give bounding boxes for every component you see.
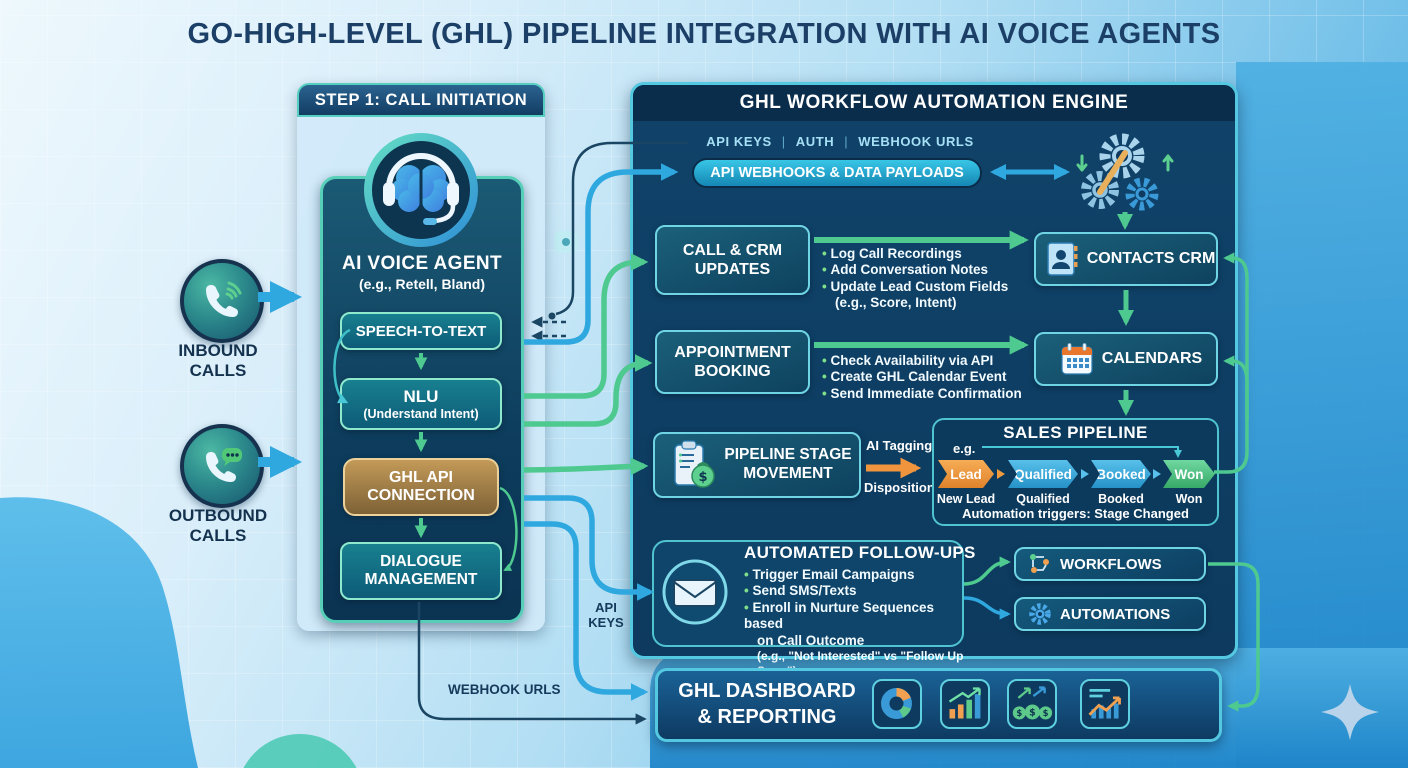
stage-sub-booked: Booked [1098,492,1144,506]
contacts-crm-label: CONTACTS CRM [1086,250,1216,267]
api-auth-webhook-row: API KEYS | AUTH | WEBHOOK URLS [640,134,1040,149]
phone-signal-icon [206,281,242,317]
svg-text:$: $ [1043,708,1049,718]
api-keys-label: API KEYS [706,134,772,149]
bullet-item: Check Availability via API [822,353,1052,369]
ai-voice-agent-title: AI VOICE AGENT [341,253,503,274]
call-crm-updates-label: CALL & CRM UPDATES [682,241,783,278]
clipboard-money-icon: $ [674,440,716,488]
bullet-item: Send SMS/Texts [744,583,974,599]
automation-triggers-footer: Automation triggers: Stage Changed [962,506,1189,521]
sales-pipeline-title: SALES PIPELINE [1003,423,1148,442]
pipeline-stage-movement-label: PIPELINE STAGE MOVEMENT [724,446,852,482]
workflows-box: WORKFLOWS [1014,547,1206,581]
page-title: GO-HIGH-LEVEL (GHL) PIPELINE INTEGRATION… [187,18,1221,50]
pipeline-stage-movement-box: $ PIPELINE STAGE MOVEMENT [653,432,861,498]
contact-book-icon [1046,242,1078,276]
automations-label: AUTOMATIONS [1060,605,1171,623]
bullet-item: Create GHL Calendar Event [822,369,1052,385]
svg-text:$: $ [1029,708,1036,719]
api-webhooks-pill-label: API WEBHOOKS & DATA PAYLOADS [710,165,964,181]
eg-label: e.g. [953,441,976,456]
ai-brain-headset-icon [364,133,478,247]
nlu-box: NLU (Understand Intent) [340,378,502,430]
dashboard-title: GHL DASHBOARD & REPORTING [678,680,856,728]
phone-chat-icon [206,448,242,482]
sparkle-icon [1321,684,1379,740]
speech-to-text-label: SPEECH-TO-TEXT [355,322,487,340]
bullet-item: (e.g., Score, Intent) [835,295,957,311]
bullet-item: Trigger Email Campaigns [744,567,974,583]
inbound-calls-icon [180,259,264,343]
ai-tagging-label: AI Tagging [866,438,933,453]
automated-followups-title: AUTOMATED FOLLOW-UPS [744,543,976,562]
appointment-booking-box: APPOINTMENT BOOKING [655,330,810,394]
stage-label: Qualified [1014,466,1072,482]
appointment-bullets: Check Availability via API Create GHL Ca… [822,353,1052,402]
call-crm-updates-box: CALL & CRM UPDATES [655,225,810,295]
nlu-subtitle: (Understand Intent) [363,407,479,421]
outbound-calls-label: OUTBOUND CALLS [168,506,268,545]
separator: | [781,134,786,149]
stage-qualified: Qualified [1008,460,1078,488]
automations-box: AUTOMATIONS [1014,597,1206,631]
bullet-item: on Call Outcome [757,632,865,648]
gears-icon [1076,133,1174,211]
bar-chart-icon [940,679,990,729]
followups-bullets: Trigger Email Campaigns Send SMS/Texts E… [744,567,974,679]
bullet-item: Update Lead Custom Fields [822,279,1042,295]
stage-arrow-icon [997,469,1005,479]
webhook-urls-connector-label: WEBHOOK URLS [448,682,561,697]
stage-sub-qualified: Qualified [1016,492,1070,506]
svg-text:$: $ [699,470,708,485]
nlu-title: NLU [403,387,439,406]
api-webhooks-pill: API WEBHOOKS & DATA PAYLOADS [692,158,982,188]
workflows-label: WORKFLOWS [1060,555,1162,573]
line-chart-icon [1080,679,1130,729]
contacts-crm-box: CONTACTS CRM [1034,232,1218,286]
stage-sub-won: Won [1175,492,1203,506]
svg-text:$: $ [1016,708,1022,718]
ai-voice-agent-subtitle: (e.g., Retell, Bland) [358,276,485,292]
bullet-item: Log Call Recordings [822,246,1042,262]
envelope-icon [662,559,728,625]
webhook-urls-label: WEBHOOK URLS [858,134,974,149]
stage-arrow-icon [1153,469,1161,479]
bullet-item: Add Conversation Notes [822,262,1042,278]
separator: | [844,134,849,149]
call-crm-bullets: Log Call Recordings Add Conversation Not… [822,246,1042,312]
calendars-box: CALENDARS [1034,332,1218,386]
stage-sub-new-lead: New Lead [936,492,996,506]
stage-label: Booked [1096,466,1146,482]
step1-header: STEP 1: CALL INITIATION [297,83,545,117]
bullet-item: Enroll in Nurture Sequences based [744,600,974,633]
teal-circle-decoration [243,734,357,768]
stage-lead: Lead [938,460,994,488]
bullet-item: Send Immediate Confirmation [822,386,1052,402]
calendars-label: CALENDARS [1101,350,1203,367]
auth-label: AUTH [795,134,835,149]
inbound-calls-label: INBOUND CALLS [178,341,258,380]
ghl-api-connection-label: GHL API CONNECTION [367,468,475,504]
calendar-icon [1061,343,1093,375]
stage-label: Won [1174,466,1204,482]
api-keys-connector-label: API KEYS [588,600,624,630]
stage-arrow-icon [1081,469,1089,479]
ghl-api-connection-box: GHL API CONNECTION [343,458,499,516]
speech-to-text-box: SPEECH-TO-TEXT [340,312,502,350]
gear-icon [1029,603,1051,625]
dialogue-management-label: DIALOGUE MANAGEMENT [364,553,478,588]
dialogue-management-box: DIALOGUE MANAGEMENT [340,542,502,600]
donut-chart-icon [872,679,922,729]
stage-booked: Booked [1091,460,1151,488]
workflow-icon [1030,554,1049,573]
stage-label: Lead [950,466,982,482]
money-bags-icon: $ $ $ [1007,679,1057,729]
workflow-engine-header: GHL WORKFLOW AUTOMATION ENGINE [633,85,1235,121]
disposition-label: Disposition [864,480,935,495]
appointment-booking-label: APPOINTMENT BOOKING [674,343,791,380]
blob-shape [0,497,198,768]
outbound-calls-icon [180,424,264,508]
